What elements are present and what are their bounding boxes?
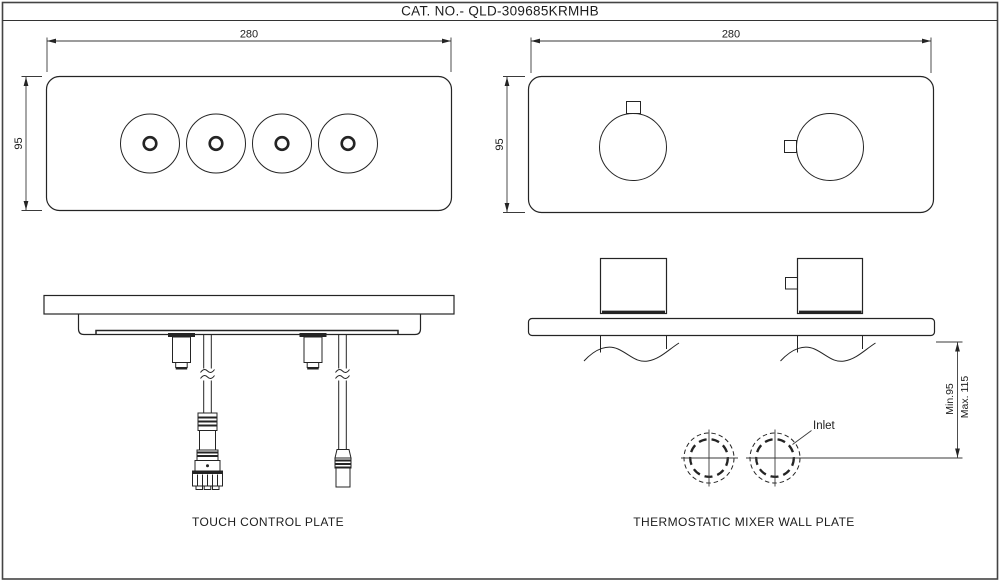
cable-break-symbol (335, 369, 350, 373)
touch-plate-outline (45, 75, 453, 212)
pipe-right (780, 336, 876, 362)
cable-1 (200, 335, 215, 413)
arrowhead-down (504, 203, 510, 212)
touch-dial-2 (186, 113, 246, 174)
touch-plate-caption: TOUCH CONTROL PLATE (192, 515, 344, 529)
mixer-depth-dimension: Min.95 Max. 115 (936, 341, 971, 458)
arrowhead-left (531, 38, 540, 44)
cable-break-symbol (200, 369, 215, 373)
depth-max-label: Max. 115 (959, 376, 971, 419)
touch-plate-side-view: TOUCH CONTROL PLATE (43, 294, 455, 529)
touch-dial-1-center (142, 135, 158, 152)
touch-dial-4-center (340, 135, 356, 152)
mixer-side-view: Min.95 Max. 115 Inlet THERMOSTATIC MIXER… (527, 257, 971, 529)
touch-dial-2-center (208, 135, 224, 152)
inlet-left (681, 429, 738, 487)
mixer-height-label: 95 (494, 138, 506, 150)
connector-dot (206, 464, 209, 468)
arrowhead-left (47, 38, 56, 44)
connector-round-plug (192, 412, 223, 490)
knob-right-index-tab (784, 140, 797, 153)
side-inner-face-line (95, 329, 399, 335)
mixer-width-dimension: 280 (530, 29, 932, 73)
mixer-height-dimension: 95 (494, 76, 525, 213)
inlet-right (746, 429, 963, 487)
mixer-knob-left (599, 101, 667, 181)
touch-dial-4 (318, 113, 378, 174)
inlet-leader-line (792, 430, 812, 445)
touch-dial-3-center (274, 135, 290, 152)
pipe-break-wave-left (583, 342, 680, 362)
cable-2 (335, 335, 350, 450)
inlet-label: Inlet (813, 420, 836, 432)
side-recessed-shell (77, 314, 422, 336)
pipe-break-wave-right (780, 342, 876, 362)
arrowhead-up (23, 77, 29, 86)
arrowhead-up (955, 342, 960, 352)
touch-height-label: 95 (13, 137, 25, 149)
touch-width-dimension: 280 (46, 29, 452, 72)
mixer-side-knob-right (785, 257, 864, 315)
arrowhead-right (442, 38, 451, 44)
mixer-knob-right (784, 113, 864, 181)
mixer-plate-outline (527, 75, 935, 214)
sensor-stub-2 (299, 333, 327, 370)
catalog-number-title: CAT. NO.- QLD-309685KRMHB (401, 4, 599, 19)
touch-dial-1 (120, 113, 180, 174)
touch-height-dimension: 95 (13, 76, 42, 211)
arrowhead-up (504, 77, 510, 86)
sensor-stub-1 (168, 333, 195, 370)
mixer-width-label: 280 (722, 29, 740, 41)
connector-barrel-plug (334, 449, 352, 488)
pipe-left (583, 336, 680, 362)
mixer-caption: THERMOSTATIC MIXER WALL PLATE (633, 515, 854, 529)
mixer-side-plate-bar (527, 317, 936, 337)
arrowhead-right (922, 38, 931, 44)
side-faceplate-bar (43, 294, 455, 315)
arrowhead-down (23, 201, 29, 210)
touch-plate-front-view: 280 95 (13, 29, 453, 212)
mixer-front-view: 280 95 (494, 29, 935, 214)
arrowhead-down (955, 448, 960, 458)
depth-min-label: Min.95 (944, 383, 956, 415)
touch-dial-3 (252, 113, 312, 174)
touch-width-label: 280 (240, 29, 258, 41)
side-knob-index-tab (785, 277, 798, 290)
knob-left-index-tab (626, 101, 641, 114)
mixer-side-knob-left (599, 257, 668, 315)
